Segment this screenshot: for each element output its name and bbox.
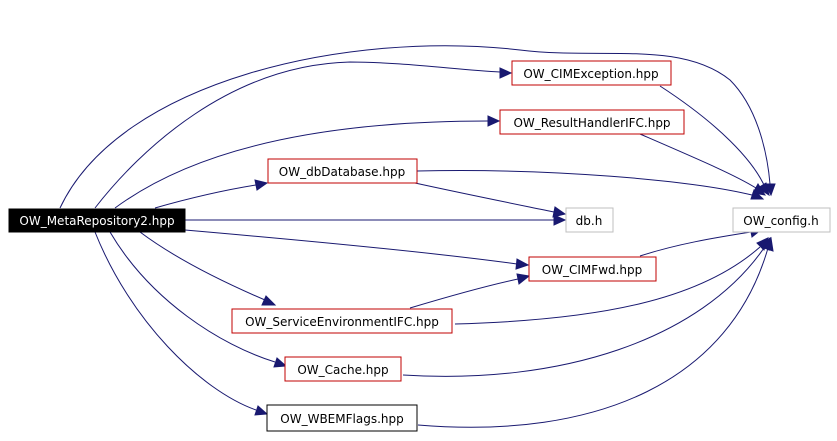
node-wbem-flags-label: OW_WBEMFlags.hpp — [280, 412, 403, 426]
edge-meta-repository-to-cim-fwd — [184, 229, 530, 270]
node-cim-fwd[interactable]: OW_CIMFwd.hpp — [528, 256, 657, 282]
edge-cim-exception-to-config — [659, 85, 770, 197]
edge-meta-repository-to-cim-exception — [94, 61, 513, 209]
edge-meta-repository-to-db-database — [154, 179, 269, 209]
edge-db-database-to-db-h — [414, 182, 567, 218]
node-cim-exception[interactable]: OW_CIMException.hpp — [511, 60, 672, 86]
edge-meta-repository-to-cache — [109, 231, 288, 368]
node-meta-repository-label: OW_MetaRepository2.hpp — [19, 214, 174, 228]
node-db-h[interactable]: db.h — [565, 207, 614, 233]
node-config[interactable]: OW_config.h — [732, 207, 831, 233]
node-service-env[interactable]: OW_ServiceEnvironmentIFC.hpp — [231, 308, 453, 334]
nodes-layer: OW_MetaRepository2.hpp OW_CIMException.h… — [8, 60, 831, 432]
edge-wbem-flags-to-config — [417, 236, 774, 428]
edge-db-database-to-config — [416, 170, 765, 200]
node-config-label: OW_config.h — [743, 214, 818, 228]
edges-layer — [59, 45, 776, 428]
node-db-database-label: OW_dbDatabase.hpp — [279, 165, 405, 179]
node-cim-fwd-label: OW_CIMFwd.hpp — [542, 263, 643, 277]
edge-meta-repository-to-service-env — [139, 231, 277, 306]
edge-meta-repository-to-result-handler — [114, 115, 501, 209]
edge-meta-repository-to-wbem-flags — [94, 231, 269, 416]
node-db-database[interactable]: OW_dbDatabase.hpp — [267, 158, 418, 184]
node-cache-label: OW_Cache.hpp — [297, 363, 388, 377]
node-result-handler[interactable]: OW_ResultHandlerIFC.hpp — [499, 109, 685, 135]
edge-meta-repository-to-db-h — [185, 214, 567, 226]
node-db-h-label: db.h — [576, 214, 603, 228]
node-meta-repository[interactable]: OW_MetaRepository2.hpp — [8, 208, 186, 233]
edge-service-env-to-cim-fwd — [409, 273, 531, 309]
node-wbem-flags[interactable]: OW_WBEMFlags.hpp — [266, 404, 418, 432]
node-service-env-label: OW_ServiceEnvironmentIFC.hpp — [245, 315, 439, 329]
node-cache[interactable]: OW_Cache.hpp — [284, 356, 402, 382]
node-cim-exception-label: OW_CIMException.hpp — [523, 67, 658, 81]
node-result-handler-label: OW_ResultHandlerIFC.hpp — [513, 116, 670, 130]
